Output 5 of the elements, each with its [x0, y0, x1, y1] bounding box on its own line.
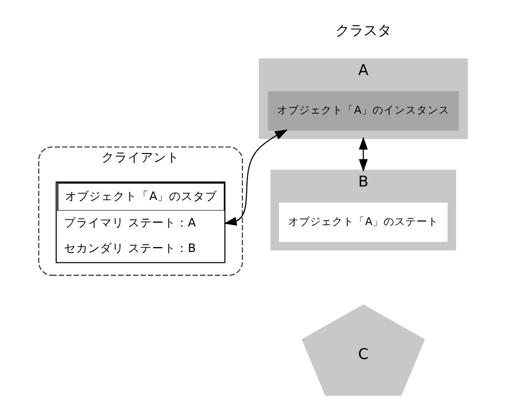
- node-box: オブジェクト「A」のインスタンス: [268, 91, 459, 131]
- label: クラスタ: [335, 22, 392, 39]
- arrow: [224, 129, 288, 226]
- node-box: オブジェクト「A」のステート: [279, 202, 448, 242]
- arrow: [358, 136, 368, 172]
